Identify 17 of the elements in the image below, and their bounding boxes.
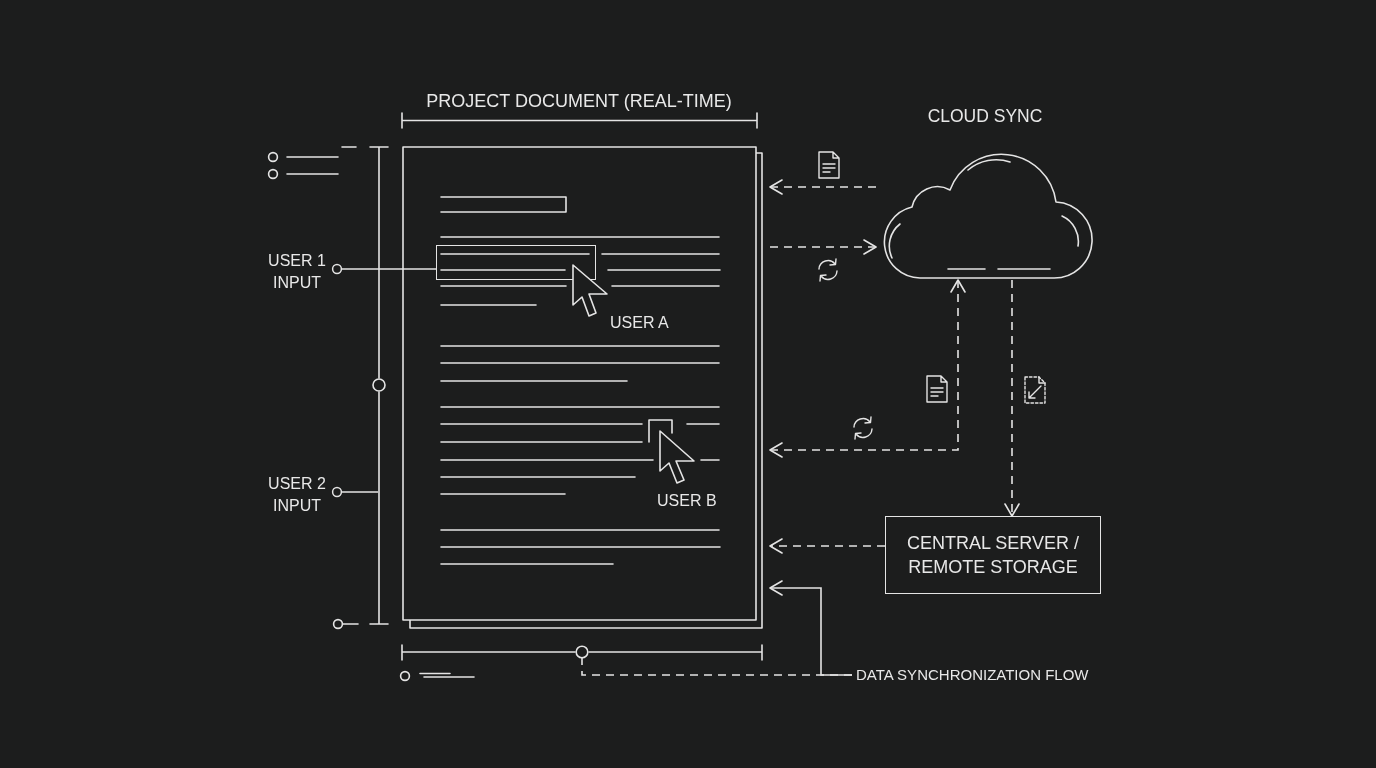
cursor-label: USER A <box>610 313 669 333</box>
leader-line <box>331 263 437 275</box>
dashed-leader-line <box>575 645 853 676</box>
callout-label: DATA SYNCHRONIZATION FLOW <box>852 664 1089 686</box>
selection-box <box>436 245 596 280</box>
server-box: CENTRAL SERVER / REMOTE STORAGE <box>885 516 1101 594</box>
dashed-double-arrow <box>769 279 966 458</box>
leader-line <box>331 486 379 498</box>
cursor-label: USER B <box>657 491 717 511</box>
callout-label: USER 1 INPUT <box>262 250 332 294</box>
cloud-title: CLOUD SYNC <box>927 105 1043 127</box>
dashed-arrow <box>769 239 877 255</box>
dashed-arrow <box>1004 279 1020 517</box>
dashed-arrow <box>769 179 877 195</box>
dashed-arrow <box>769 538 886 554</box>
callout-label: USER 2 INPUT <box>262 473 332 517</box>
document-title: PROJECT DOCUMENT (REAL-TIME) <box>426 90 732 112</box>
